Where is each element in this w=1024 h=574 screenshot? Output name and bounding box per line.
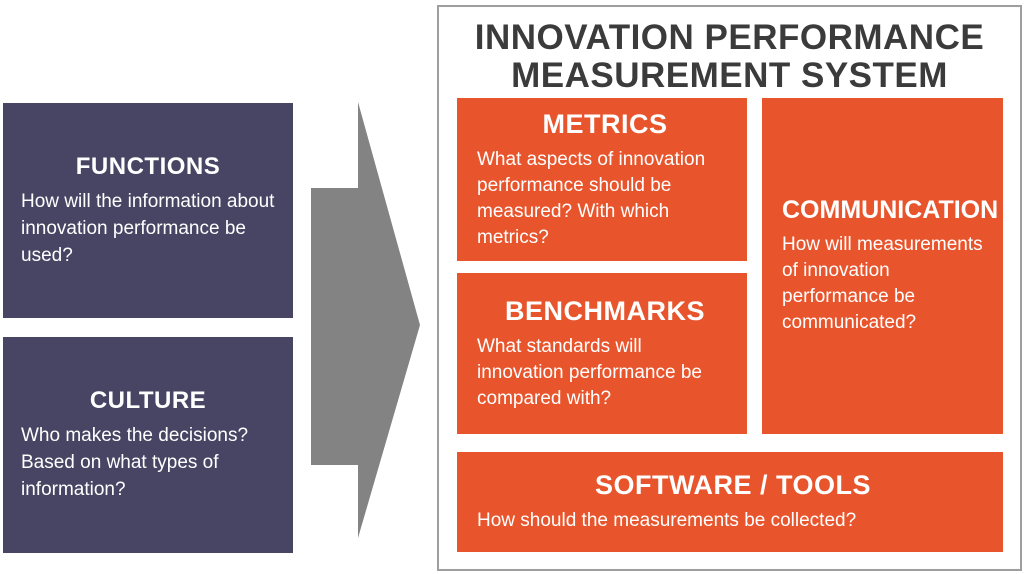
- panel-title-line2: MEASUREMENT SYSTEM: [511, 56, 948, 95]
- communication-title: COMMUNICATION: [782, 196, 999, 224]
- culture-box: CULTURE Who makes the decisions? Based o…: [3, 337, 293, 553]
- communication-box: COMMUNICATION How will measurements of i…: [762, 98, 1003, 434]
- benchmarks-title: BENCHMARKS: [505, 295, 705, 326]
- metrics-title: METRICS: [542, 108, 668, 139]
- benchmarks-box: BENCHMARKS What standards will innovatio…: [457, 273, 747, 434]
- functions-title: FUNCTIONS: [75, 152, 221, 180]
- metrics-body: What aspects of innovation performance s…: [477, 148, 706, 248]
- functions-box: FUNCTIONS How will the information about…: [3, 103, 293, 318]
- benchmarks-body: What standards will innovation performan…: [477, 335, 702, 409]
- software-tools-title: SOFTWARE / TOOLS: [594, 470, 871, 500]
- software-tools-body: How should the measurements be collected…: [477, 510, 857, 531]
- culture-title: CULTURE: [89, 387, 207, 414]
- software-tools-box: SOFTWARE / TOOLS How should the measurem…: [457, 452, 1003, 552]
- functions-body: How will the information about innovatio…: [21, 190, 275, 266]
- metrics-box: METRICS What aspects of innovation perfo…: [457, 98, 747, 261]
- right-arrow-icon: [311, 102, 420, 538]
- communication-body: How will measurements of innovation perf…: [782, 234, 983, 333]
- culture-body: Who makes the decisions? Based on what t…: [21, 425, 249, 500]
- panel-title-line1: INNOVATION PERFORMANCE: [474, 18, 985, 57]
